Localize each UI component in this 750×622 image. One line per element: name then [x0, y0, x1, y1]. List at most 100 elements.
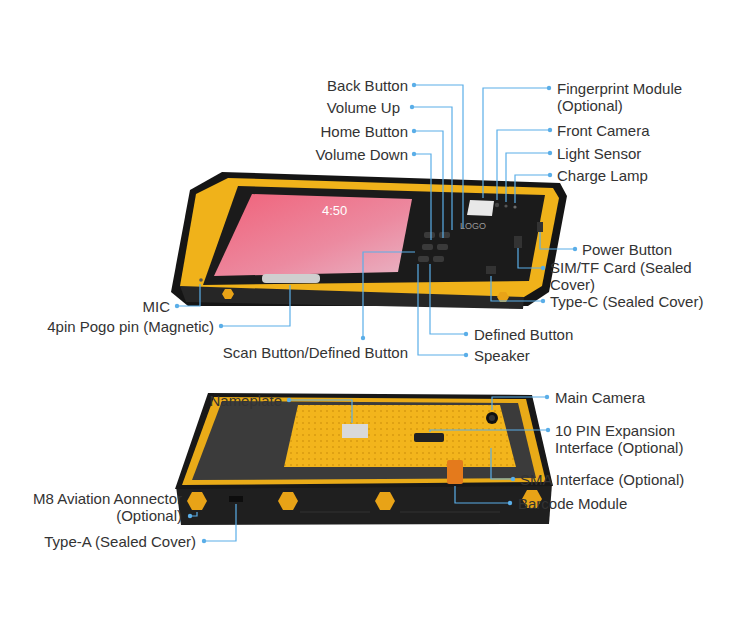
front-tablet-part: [222, 289, 234, 299]
leader-dots-part: [410, 105, 414, 109]
part-label: MIC: [143, 298, 171, 315]
back-tablet-part: [278, 492, 298, 510]
leader-dots-part: [547, 86, 551, 90]
part-label: SMA Interface (Optional): [520, 471, 684, 488]
back-tablet-part: [176, 484, 552, 525]
leader-dots-part: [545, 395, 549, 399]
leader-lines-part: [497, 130, 550, 200]
leader-dots-part: [546, 428, 550, 432]
logo-mark: LOGO: [460, 221, 486, 232]
leader-dots-part: [287, 398, 291, 402]
leader-lines-part: [430, 264, 466, 334]
back-tablet-part: [447, 460, 463, 484]
back-tablet-part: [229, 496, 243, 502]
leader-lines-part: [515, 175, 550, 203]
leader-dots-part: [464, 332, 468, 336]
leader-dots-part: [548, 128, 552, 132]
part-label: Back Button: [327, 77, 408, 94]
leader-lines-part: [491, 448, 513, 479]
front-tablet-part: [180, 286, 524, 309]
leader-lines-part: [418, 264, 466, 355]
part-label: Charge Lamp: [557, 167, 648, 184]
back-tablet: [175, 393, 553, 525]
leader-lines-part: [412, 107, 452, 230]
front-tablet-part: [180, 178, 559, 297]
front-tablet-part: [424, 232, 435, 238]
front-tablet-part: [486, 266, 496, 274]
leader-lines-part: [363, 252, 415, 338]
front-tablet-part: [495, 203, 499, 207]
front-tablet-part: [439, 232, 450, 238]
leader-lines-part: [289, 400, 352, 423]
front-tablet-part: [171, 172, 567, 306]
leader-dots-part: [511, 477, 515, 481]
leader-dots-part: [412, 129, 416, 133]
part-label: Speaker: [474, 347, 530, 364]
leader-lines-part: [430, 430, 548, 432]
front-tablet-part: [514, 236, 522, 248]
leader-dots-part: [175, 304, 179, 308]
leader-dots-part: [573, 247, 577, 251]
part-label: SIM/TF Card (Sealed Cover): [550, 259, 715, 293]
leader-dots-part: [508, 501, 512, 505]
part-label: Volume Down: [315, 146, 408, 163]
back-tablet-part: [192, 401, 536, 480]
leader-dots-part: [412, 152, 416, 156]
front-tablet-part: [203, 186, 545, 285]
part-label: Barcode Module: [518, 495, 627, 512]
back-tablet-part: [400, 512, 500, 513]
leader-lines-part: [414, 154, 431, 240]
part-label: Home Button: [320, 123, 408, 140]
leader-lines-part: [414, 131, 443, 238]
part-label: M8 Aviation Aonnector (Optional): [17, 490, 182, 524]
front-tablet-part: [433, 256, 444, 262]
front-tablet: [171, 172, 567, 309]
part-label: Light Sensor: [557, 145, 641, 162]
part-label: 10 PIN Expansion Interface (Optional): [555, 422, 715, 456]
front-tablet-part: [513, 205, 516, 208]
leader-dots-part: [548, 151, 552, 155]
leader-dots-part: [548, 173, 552, 177]
front-tablet-part: [504, 204, 507, 207]
front-tablet-part: [467, 200, 494, 216]
leader-dots-part: [541, 266, 545, 270]
leader-dots: [175, 83, 577, 543]
front-tablet-part: [437, 244, 448, 250]
screen-clock: 4:50: [322, 203, 347, 218]
back-tablet-part: [182, 397, 546, 485]
part-label: Defined Button: [474, 326, 573, 343]
front-tablet-part: [214, 194, 412, 276]
part-label: Main Camera: [555, 389, 645, 406]
part-label: Power Button: [582, 241, 672, 258]
part-label: Type-C (Sealed Cover): [550, 293, 703, 310]
leader-lines-part: [491, 276, 543, 301]
leader-dots-part: [361, 336, 365, 340]
back-tablet-part: [375, 492, 395, 510]
part-label: Volume Up: [327, 99, 400, 116]
part-label: Front Camera: [557, 122, 650, 139]
leader-lines-part: [506, 153, 550, 202]
part-label: Type-A (Sealed Cover): [44, 533, 196, 550]
back-tablet-part: [284, 405, 516, 467]
front-tablet-part: [199, 278, 203, 282]
back-tablet-part: [342, 424, 368, 438]
leader-dots-part: [188, 514, 192, 518]
leader-lines-part: [221, 285, 290, 326]
front-tablet-part: [422, 244, 433, 250]
part-label: Scan Button/Defined Button: [223, 344, 408, 361]
part-label: Fingerprint Module (Optional): [557, 80, 707, 114]
leader-dots-part: [541, 299, 545, 303]
leader-lines-part: [483, 88, 549, 198]
leader-lines: [177, 85, 575, 541]
leader-lines-part: [492, 397, 547, 410]
part-label: 4pin Pogo pin (Magnetic): [47, 318, 214, 335]
back-tablet-part: [300, 512, 370, 513]
leader-dots-part: [219, 324, 223, 328]
back-tablet-part: [414, 433, 444, 442]
leader-lines-part: [177, 284, 200, 306]
leader-dots-part: [464, 353, 468, 357]
leader-dots-part: [202, 539, 206, 543]
leader-lines-part: [518, 248, 543, 268]
